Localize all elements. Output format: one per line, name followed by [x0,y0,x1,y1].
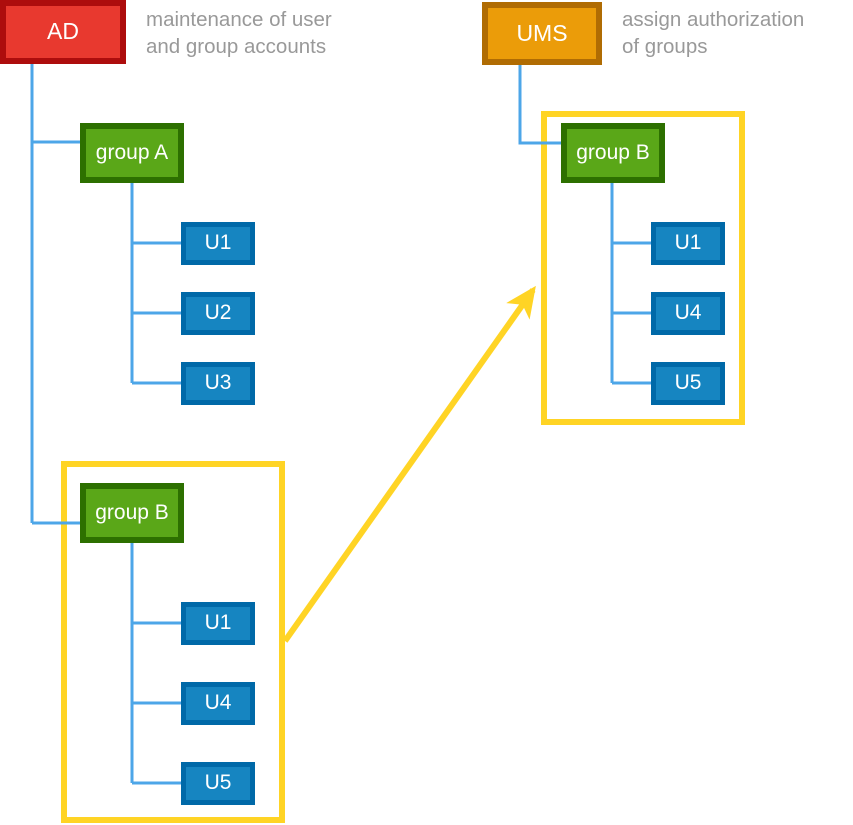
node-ad-group-b-user-u1[interactable]: U1 [181,602,255,645]
node-group-a-user-u2[interactable]: U2 [181,292,255,335]
node-ums-group-b-user-u4[interactable]: U4 [651,292,725,335]
note-ums: assign authorization of groups [622,8,805,59]
node-group-a-user-u1[interactable]: U1 [181,222,255,265]
node-group-a[interactable]: group A [80,123,184,183]
node-ums[interactable]: UMS [482,2,602,65]
node-ad-group-b-user-u5[interactable]: U5 [181,762,255,805]
node-ad[interactable]: AD [0,0,126,64]
node-group-a-user-u3[interactable]: U3 [181,362,255,405]
node-ums-group-b-user-u5[interactable]: U5 [651,362,725,405]
highlight-box-ums-group-b [541,111,745,425]
node-ad-group-b-user-u4[interactable]: U4 [181,682,255,725]
highlight-box-ad-group-b [61,461,285,823]
node-ums-group-b[interactable]: group B [561,123,665,183]
node-ad-group-b[interactable]: group B [80,483,184,543]
note-ad: maintenance of user and group accounts [146,8,332,59]
node-ums-group-b-user-u1[interactable]: U1 [651,222,725,265]
